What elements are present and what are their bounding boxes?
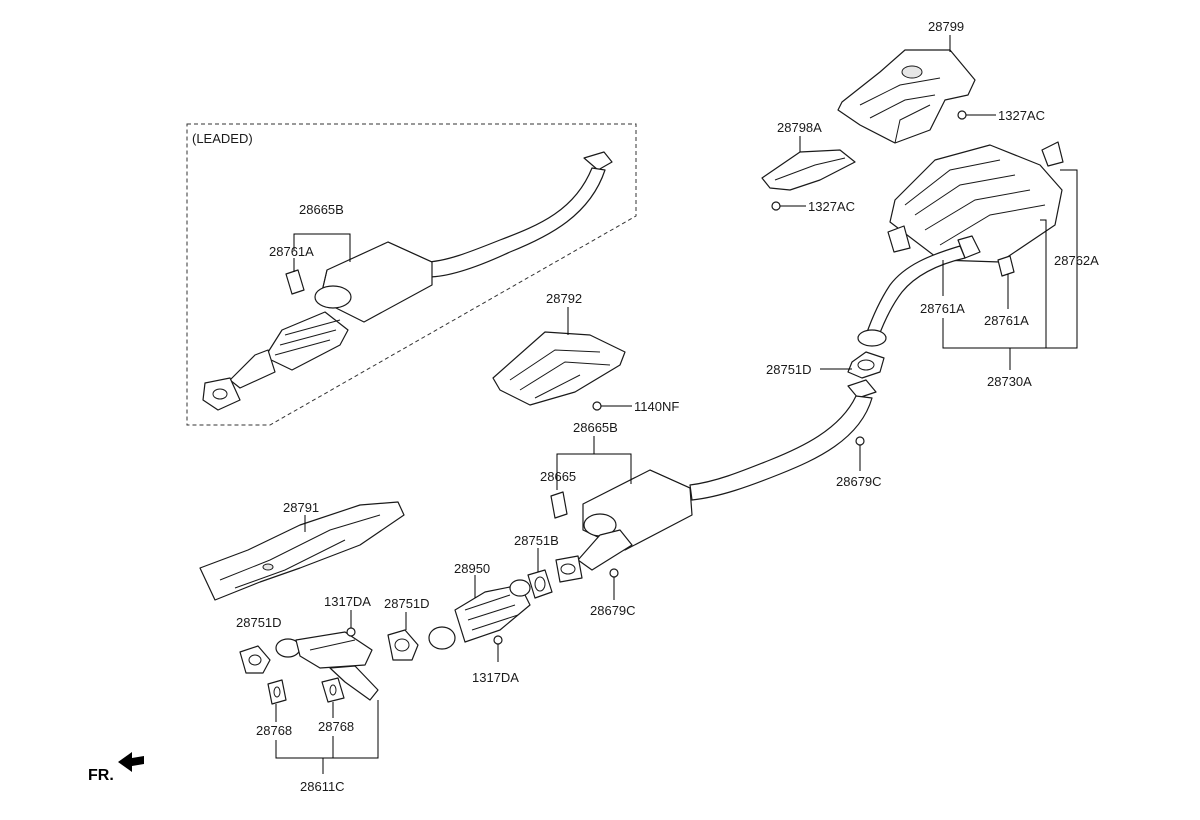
nut-1327AC-mid bbox=[771, 201, 781, 211]
label-28791: 28791 bbox=[283, 500, 319, 515]
heat-shield-28799 bbox=[837, 49, 976, 144]
nut-28679C-right bbox=[855, 436, 865, 446]
rear-pipe bbox=[865, 245, 966, 339]
label-28762A: 28762A bbox=[1054, 253, 1099, 268]
heat-shield-28791 bbox=[199, 501, 405, 601]
leader-28665B-leaded bbox=[293, 233, 351, 262]
label-28751D-left: 28751D bbox=[236, 615, 282, 630]
catalytic-converter-28950 bbox=[428, 579, 531, 650]
hanger-28665 bbox=[550, 491, 568, 519]
label-28665B-main: 28665B bbox=[573, 420, 618, 435]
label-28798A: 28798A bbox=[777, 120, 822, 135]
gasket-28751B bbox=[527, 569, 553, 599]
label-1317DA-left: 1317DA bbox=[324, 594, 371, 609]
nut-1327AC-top bbox=[957, 110, 967, 120]
front-pipe-assembly-28611C bbox=[275, 631, 379, 701]
rear-muffler-28762A bbox=[887, 141, 1064, 277]
label-28751D-right: 28751D bbox=[766, 362, 812, 377]
label-28761A-b: 28761A bbox=[984, 313, 1029, 328]
label-28761A-a: 28761A bbox=[920, 301, 965, 316]
leaded-exhaust-assembly bbox=[202, 151, 613, 411]
direction-label: FR. bbox=[88, 767, 114, 784]
rear-pipe-flange bbox=[857, 329, 887, 347]
label-28730A: 28730A bbox=[987, 374, 1032, 389]
leader-28611C-bracket bbox=[275, 700, 379, 759]
leader-28730A-bracket bbox=[942, 318, 1077, 349]
label-28792: 28792 bbox=[546, 291, 582, 306]
label-28761A-leaded: 28761A bbox=[269, 244, 314, 259]
gasket-28751D-mid bbox=[387, 629, 419, 661]
center-muffler-assembly bbox=[555, 379, 877, 583]
gasket-28751D-right bbox=[847, 351, 885, 379]
nut-1317DA-mid bbox=[493, 635, 503, 645]
hanger-28768-b bbox=[321, 677, 345, 703]
nut-1317DA-left bbox=[346, 627, 356, 637]
label-28665: 28665 bbox=[540, 469, 576, 484]
label-28950: 28950 bbox=[454, 561, 490, 576]
label-1140NF: 1140NF bbox=[634, 399, 679, 414]
label-1327AC-top: 1327AC bbox=[998, 108, 1045, 123]
front-direction-arrow-icon bbox=[118, 752, 144, 772]
nut-28679C-mid bbox=[609, 568, 619, 578]
label-28768-a: 28768 bbox=[256, 723, 292, 738]
bolt-1140NF bbox=[592, 401, 602, 411]
hanger-28768-a bbox=[267, 679, 287, 705]
label-28679C-right: 28679C bbox=[836, 474, 882, 489]
heat-shield-28792 bbox=[492, 331, 626, 406]
label-28751D-mid: 28751D bbox=[384, 596, 430, 611]
gasket-28751D-left bbox=[239, 645, 271, 674]
label-28611C: 28611C bbox=[300, 779, 345, 794]
label-1317DA-mid: 1317DA bbox=[472, 670, 519, 685]
label-28799: 28799 bbox=[928, 19, 964, 34]
leaded-variant-box bbox=[186, 123, 637, 426]
leaded-variant-label: (LEADED) bbox=[192, 131, 253, 146]
label-1327AC-mid: 1327AC bbox=[808, 199, 855, 214]
label-28679C-mid: 28679C bbox=[590, 603, 636, 618]
label-28665B-leaded: 28665B bbox=[299, 202, 344, 217]
heat-shield-28798A bbox=[761, 149, 856, 191]
label-28751B: 28751B bbox=[514, 533, 559, 548]
label-28768-b: 28768 bbox=[318, 719, 354, 734]
